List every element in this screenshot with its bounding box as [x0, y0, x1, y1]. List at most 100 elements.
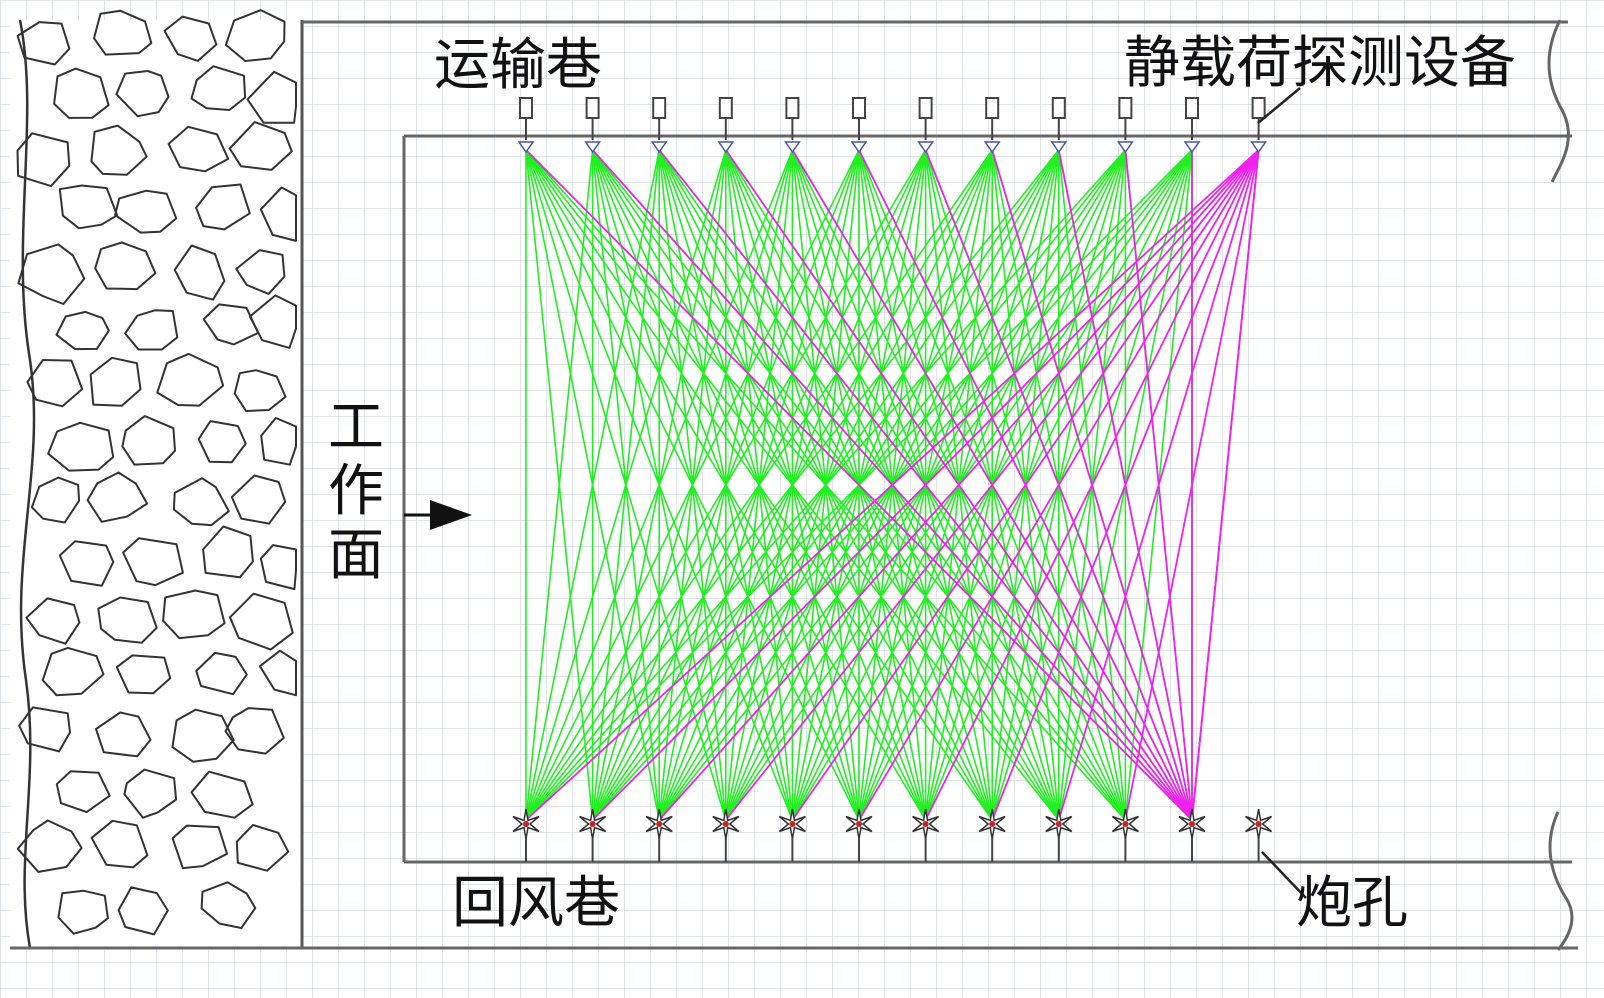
rock-cell	[117, 886, 169, 936]
working-face-label: 工作面	[328, 395, 384, 588]
receiver-icon	[717, 97, 735, 154]
rock-cell	[171, 708, 235, 763]
rock-cell	[156, 352, 225, 407]
rock-cell	[93, 9, 153, 56]
rock-cell	[18, 706, 71, 753]
ray-path-highlight	[525, 149, 1193, 821]
ray-path	[525, 149, 794, 821]
blast-star-icon	[645, 808, 673, 862]
rock-cell	[258, 649, 297, 697]
ray-path	[525, 149, 993, 821]
rock-cell	[123, 768, 178, 819]
rock-cell	[195, 651, 248, 696]
rock-cell	[163, 15, 218, 62]
receivers	[517, 97, 1268, 154]
rock-cell	[86, 471, 149, 523]
rock-cell	[16, 21, 71, 66]
blast-star-icon	[1178, 808, 1206, 862]
rock-cell	[95, 711, 152, 758]
ray-path-highlight	[858, 149, 1260, 821]
blast-star-icon	[912, 808, 940, 862]
receiver-icon	[783, 97, 801, 154]
rock-cell	[224, 707, 285, 755]
rock-cell	[124, 309, 179, 351]
rock-cell	[224, 9, 286, 62]
rock-cell	[195, 183, 251, 231]
rock-cell	[41, 646, 105, 697]
ray-path-highlight	[591, 149, 1260, 821]
rock-cell	[25, 597, 81, 645]
ray-path-highlight	[924, 149, 1260, 821]
rock-cell	[58, 540, 115, 587]
receiver-icon	[1183, 97, 1201, 154]
blast-star-icon	[579, 808, 607, 862]
ray-path	[525, 149, 660, 821]
blast-star-icon	[778, 808, 806, 862]
rock-cell	[89, 356, 142, 407]
static-load-device-label: 静载荷探测设备	[1124, 31, 1516, 96]
receiver-icon	[650, 97, 668, 154]
break-mark-bottom	[1548, 811, 1574, 951]
receiver-icon	[917, 97, 935, 154]
rock-cell	[233, 369, 287, 412]
ray-path-highlight	[725, 149, 1260, 821]
rock-cell	[90, 124, 148, 176]
rock-cell	[172, 477, 230, 527]
blast-star-icon	[712, 808, 740, 862]
rock-cell	[94, 241, 157, 291]
rock-cell	[259, 186, 297, 242]
rock-cell	[248, 294, 297, 349]
rock-cells	[16, 9, 297, 949]
ray-path	[525, 149, 1060, 821]
rock-cell	[235, 824, 290, 872]
rock-cell	[115, 654, 172, 695]
rock-cell	[57, 889, 109, 935]
rock-cell	[47, 421, 115, 472]
device-leader-line	[1257, 87, 1301, 124]
rock-cell	[26, 359, 84, 408]
ray-path	[525, 149, 727, 821]
blast-leader-line	[1261, 851, 1307, 899]
blast-hole-label: 炮孔	[1296, 871, 1408, 936]
receiver-icon	[1250, 97, 1268, 154]
roadway-outline	[10, 19, 1578, 951]
ray-path-highlight	[658, 149, 1260, 821]
blast-star-icon	[978, 808, 1006, 862]
rock-cell	[122, 537, 184, 587]
return-air-roadway-label: 回风巷	[452, 871, 620, 936]
rock-cell	[171, 824, 228, 870]
receiver-icon	[517, 97, 535, 154]
gob-boundary	[18, 19, 36, 949]
rock-cell	[260, 417, 297, 466]
rock-cell	[197, 420, 247, 464]
rock-cell	[235, 249, 286, 295]
break-mark-top	[1547, 19, 1570, 183]
rock-cell	[162, 589, 226, 640]
rock-cell	[167, 125, 230, 173]
rock-cell	[121, 415, 176, 466]
rock-cell	[90, 819, 149, 869]
receiver-icon	[1050, 97, 1068, 154]
blast-star-icon	[512, 808, 540, 862]
ray-path	[525, 149, 1126, 821]
ray-paths	[525, 149, 1260, 821]
ray-path	[525, 149, 860, 821]
rock-cell	[230, 474, 287, 525]
rock-cell	[259, 544, 297, 591]
rock-cell	[190, 65, 247, 111]
receiver-icon	[1116, 97, 1134, 154]
rock-cell	[30, 476, 81, 524]
ray-path-highlight	[525, 149, 1260, 821]
ray-path-highlight	[791, 149, 1260, 821]
blast-star-icon	[845, 808, 873, 862]
blast-star-icon	[1045, 808, 1073, 862]
rock-cell	[58, 184, 119, 230]
receiver-icon	[584, 97, 602, 154]
rock-cell	[190, 770, 254, 819]
ray-path-highlight	[1191, 149, 1260, 821]
ray-path	[525, 149, 594, 821]
gob-area	[10, 9, 304, 950]
rock-cell	[55, 770, 111, 814]
rock-cell	[200, 881, 257, 929]
